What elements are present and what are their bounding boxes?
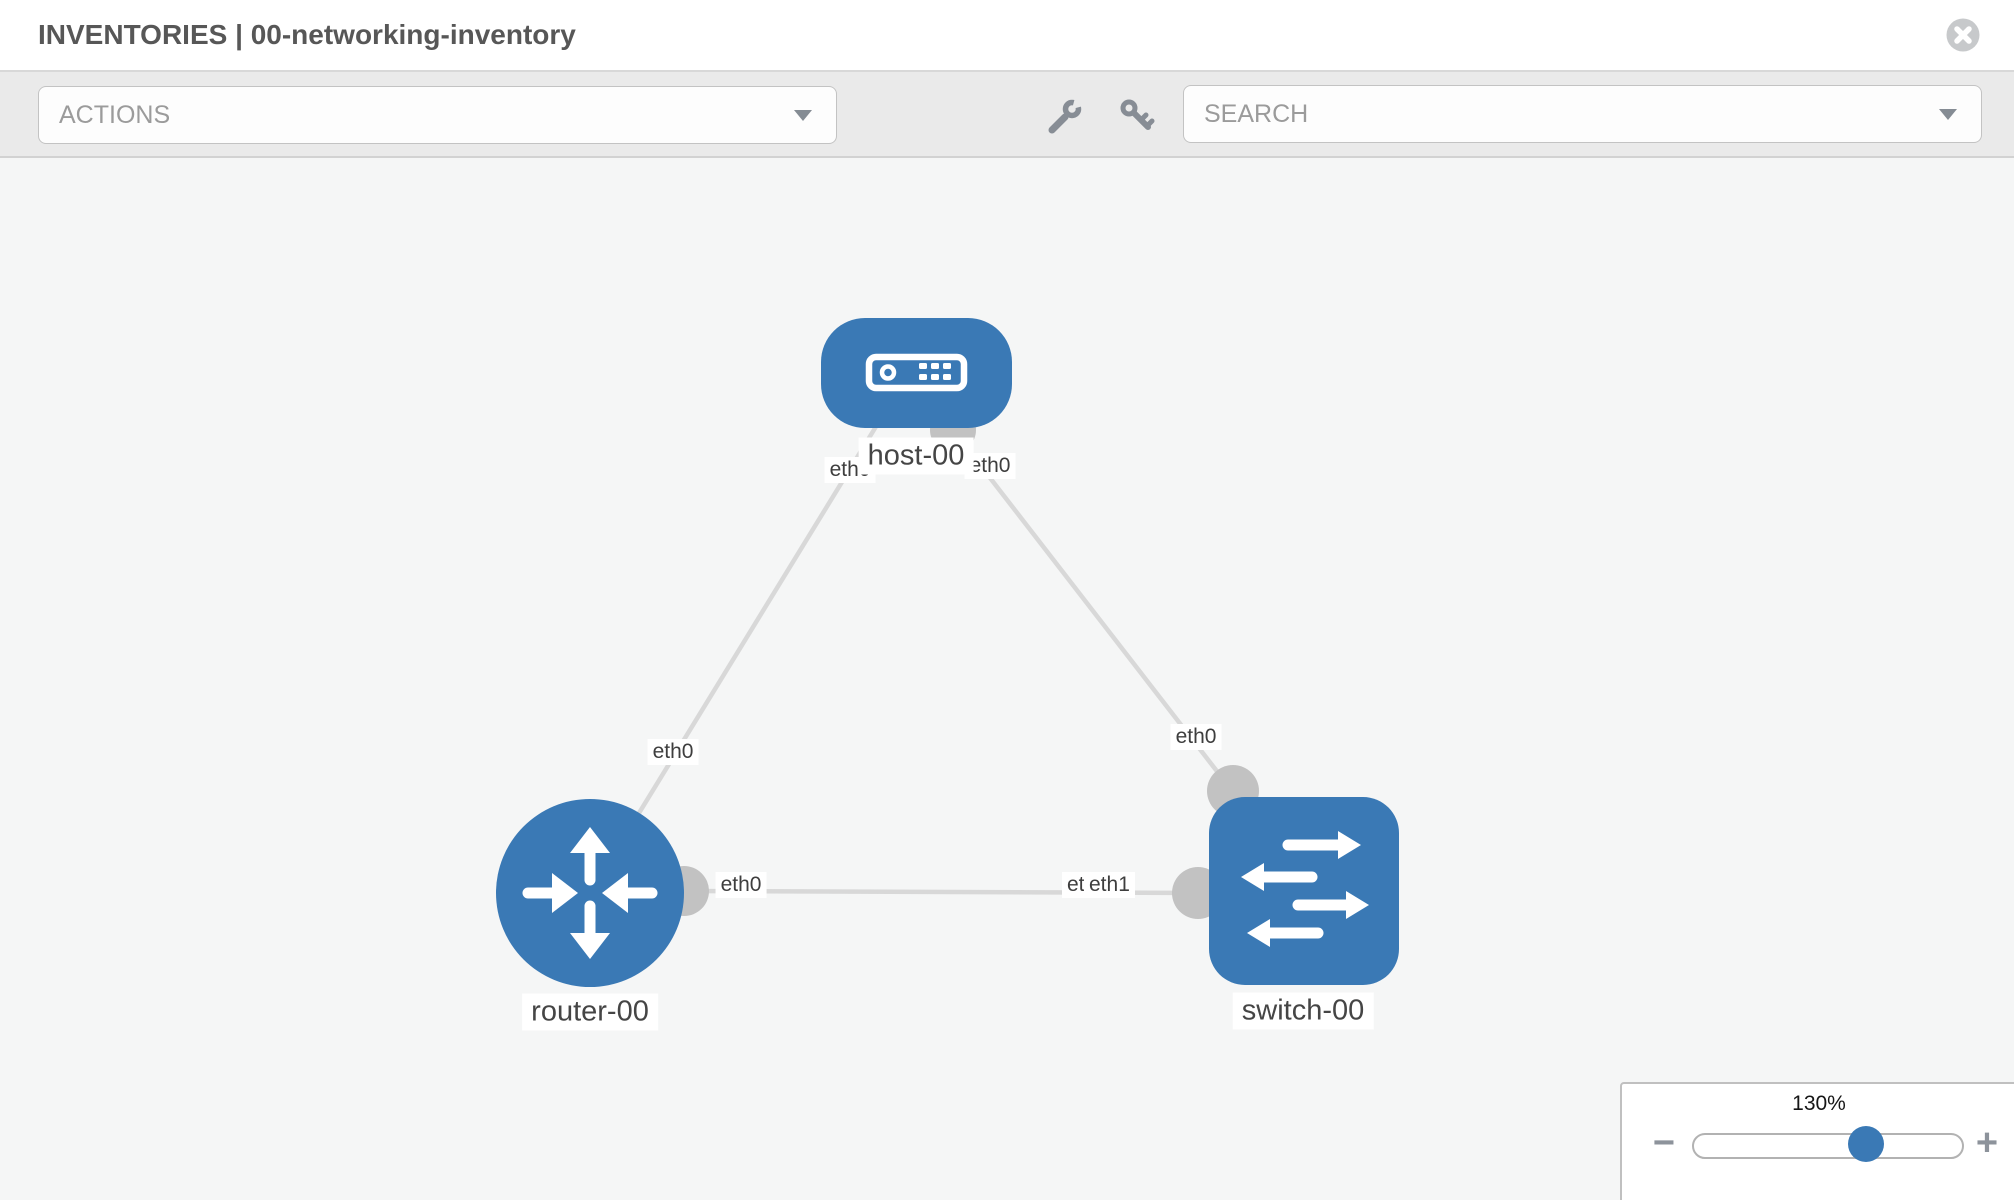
- chevron-down-icon: [1939, 108, 1957, 120]
- credentials-button[interactable]: [1116, 96, 1156, 136]
- zoom-percent: 130%: [1792, 1092, 1846, 1115]
- node-host[interactable]: [821, 318, 1012, 428]
- router-arrows-icon: [522, 827, 658, 959]
- server-icon: [865, 353, 968, 392]
- page-title: INVENTORIES | 00-networking-inventory: [38, 19, 576, 50]
- chevron-down-icon: [794, 109, 812, 121]
- search-dropdown-label: SEARCH: [1204, 99, 1309, 128]
- switch-arrows-icon: [1241, 831, 1369, 947]
- iface-label: eth0: [647, 739, 699, 765]
- close-button[interactable]: [1946, 18, 1980, 52]
- close-icon: [1946, 18, 1980, 52]
- node-switch[interactable]: [1209, 797, 1399, 985]
- iface-label: eth1: [1084, 872, 1135, 898]
- search-dropdown[interactable]: SEARCH: [1183, 85, 1982, 143]
- toolbar: ACTIONS SEARCH: [0, 72, 2014, 158]
- configure-button[interactable]: [1046, 94, 1087, 136]
- node-label-router: router-00: [522, 993, 658, 1031]
- header: INVENTORIES | 00-networking-inventory: [0, 0, 2014, 72]
- zoom-out-button[interactable]: −: [1647, 1124, 1681, 1162]
- actions-dropdown-label: ACTIONS: [59, 100, 171, 129]
- iface-label: eth0: [1170, 724, 1222, 750]
- node-router[interactable]: [496, 799, 684, 987]
- zoom-slider-track[interactable]: [1692, 1126, 1964, 1162]
- zoom-slider-thumb[interactable]: [1848, 1126, 1884, 1162]
- key-icon: [1120, 99, 1155, 130]
- node-label-switch: switch-00: [1232, 992, 1374, 1030]
- node-label-host: host-00: [858, 437, 974, 475]
- wrench-icon: [1048, 94, 1087, 134]
- zoom-panel: 130% − +: [1620, 1082, 2014, 1200]
- iface-label: eth0: [715, 872, 767, 898]
- zoom-in-button[interactable]: +: [1970, 1124, 2004, 1162]
- actions-dropdown[interactable]: ACTIONS: [38, 86, 837, 144]
